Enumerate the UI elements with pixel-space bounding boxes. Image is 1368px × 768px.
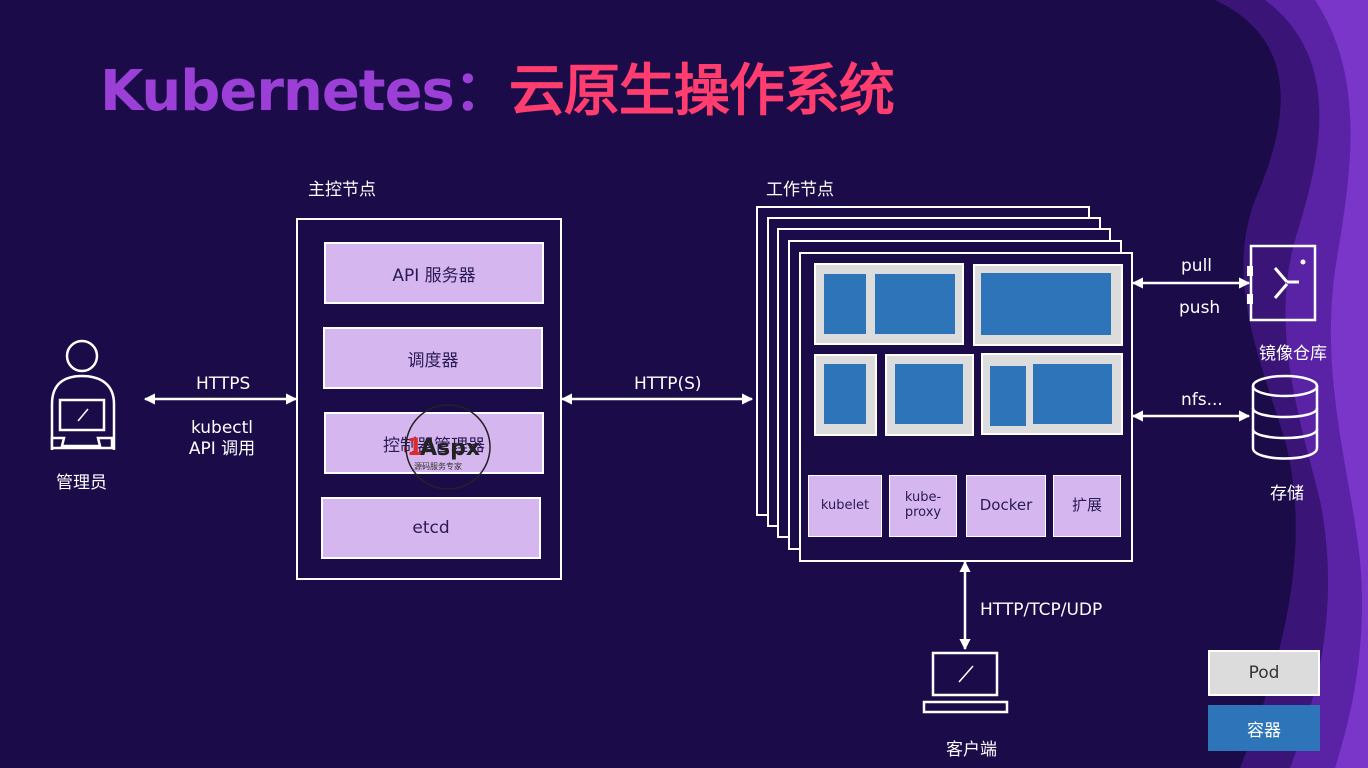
client-link-label: HTTP/TCP/UDP [980, 600, 1103, 620]
admin-label: 管理员 [56, 473, 107, 493]
watermark: 51 Aspx 源码服务专家 [390, 403, 492, 491]
watermark-seal-icon: 51 Aspx 源码服务专家 [390, 404, 491, 490]
kubelet: kubelet [808, 475, 882, 537]
kube-proxy: kube- proxy [889, 475, 957, 537]
client-laptop-icon [922, 651, 1009, 714]
client-label: 客户端 [946, 740, 997, 760]
docker: Docker [966, 475, 1046, 537]
registry-safe-icon [1247, 244, 1317, 322]
controller-manager: 控制器管理器 [324, 412, 544, 474]
api-server: API 服务器 [324, 242, 544, 304]
master-node-label: 主控节点 [308, 180, 376, 200]
title-main: 云原生操作系统 [508, 59, 895, 124]
container [824, 274, 866, 334]
svg-text:源码服务专家: 源码服务专家 [414, 461, 462, 471]
extensions: 扩展 [1053, 475, 1121, 537]
storage-database-icon [1251, 374, 1319, 460]
legend-container: 容器 [1208, 705, 1320, 751]
storage-label: 存储 [1270, 484, 1304, 504]
registry-label: 镜像仓库 [1259, 344, 1327, 364]
page-title: Kubernetes：云原生操作系统 [100, 46, 895, 127]
container [1033, 364, 1112, 424]
container [990, 366, 1026, 426]
container [824, 364, 866, 424]
pull-label: pull [1181, 256, 1213, 276]
http-link-label: HTTP(S) [634, 374, 702, 394]
container [895, 364, 963, 424]
admin-person-icon [50, 339, 116, 450]
legend-pod: Pod [1208, 650, 1320, 696]
push-label: push [1179, 298, 1221, 318]
container [875, 274, 955, 334]
container [981, 273, 1111, 335]
svg-text:Aspx: Aspx [420, 436, 480, 461]
etcd: etcd [321, 497, 541, 559]
scheduler: 调度器 [323, 327, 543, 389]
https-link-label: HTTPS [196, 374, 251, 394]
nfs-label: nfs... [1181, 390, 1223, 410]
kubectl-label: kubectl API 调用 [188, 418, 256, 460]
worker-node-label: 工作节点 [766, 180, 834, 200]
title-prefix: Kubernetes： [100, 59, 510, 124]
